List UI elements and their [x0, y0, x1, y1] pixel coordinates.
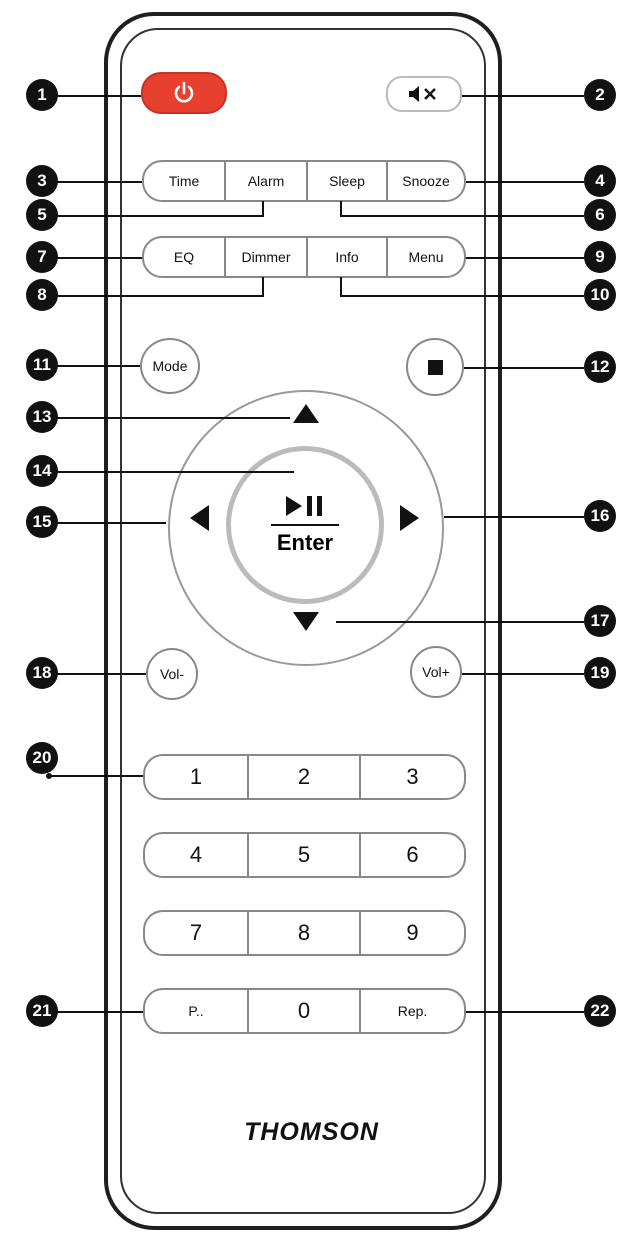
volume-up-button[interactable]: Vol+: [410, 646, 462, 698]
down-arrow-button[interactable]: [293, 612, 319, 631]
callout-badge: 1: [26, 79, 58, 111]
up-arrow-button[interactable]: [293, 404, 319, 423]
leader-line: [262, 201, 264, 217]
info-button[interactable]: Info: [306, 236, 388, 278]
leader-line: [262, 277, 264, 297]
brand-logo: THOMSON: [244, 1118, 379, 1146]
stop-icon: [427, 359, 443, 375]
callout-badge: 20: [26, 742, 58, 774]
play-pause-icon: [286, 496, 322, 516]
repeat-button[interactable]: Rep.: [359, 988, 466, 1034]
mode-button[interactable]: Mode: [140, 338, 200, 394]
callout-badge: 18: [26, 657, 58, 689]
digit-5-button[interactable]: 5: [247, 832, 361, 878]
leader-dot: [46, 773, 52, 779]
callout-badge: 14: [26, 455, 58, 487]
leader-line: [42, 522, 166, 524]
digit-8-button[interactable]: 8: [247, 910, 361, 956]
leader-line: [42, 417, 290, 419]
eq-button[interactable]: EQ: [142, 236, 226, 278]
leader-line: [340, 277, 342, 297]
sleep-button[interactable]: Sleep: [306, 160, 388, 202]
alarm-button[interactable]: Alarm: [224, 160, 308, 202]
callout-badge: 7: [26, 241, 58, 273]
right-arrow-button[interactable]: [400, 505, 419, 531]
digit-9-button[interactable]: 9: [359, 910, 466, 956]
callout-badge: 10: [584, 279, 616, 311]
digit-0-button[interactable]: 0: [247, 988, 361, 1034]
stop-button[interactable]: [406, 338, 464, 396]
leader-line: [444, 516, 584, 518]
leader-line: [336, 621, 584, 623]
mute-icon: [409, 86, 436, 102]
callout-badge: 11: [26, 349, 58, 381]
leader-line: [42, 1011, 143, 1013]
leader-line: [42, 257, 142, 259]
leader-line: [42, 295, 264, 297]
digit-3-button[interactable]: 3: [359, 754, 466, 800]
leader-line: [466, 1011, 584, 1013]
digit-7-button[interactable]: 7: [143, 910, 249, 956]
callout-badge: 13: [26, 401, 58, 433]
leader-line: [42, 95, 141, 97]
digit-4-button[interactable]: 4: [143, 832, 249, 878]
power-icon: [174, 81, 194, 103]
enter-button[interactable]: Enter: [226, 446, 384, 604]
callout-badge: 8: [26, 279, 58, 311]
leader-line: [462, 95, 584, 97]
callout-badge: 4: [584, 165, 616, 197]
preset-button[interactable]: P..: [143, 988, 249, 1034]
leader-line: [462, 673, 584, 675]
left-arrow-button[interactable]: [190, 505, 209, 531]
menu-button[interactable]: Menu: [386, 236, 466, 278]
dimmer-button[interactable]: Dimmer: [224, 236, 308, 278]
digit-6-button[interactable]: 6: [359, 832, 466, 878]
callout-badge: 15: [26, 506, 58, 538]
leader-line: [42, 215, 264, 217]
leader-line: [466, 257, 584, 259]
leader-line: [340, 201, 342, 217]
callout-badge: 3: [26, 165, 58, 197]
callout-badge: 2: [584, 79, 616, 111]
mute-button[interactable]: [386, 76, 462, 112]
digit-2-button[interactable]: 2: [247, 754, 361, 800]
volume-down-button[interactable]: Vol-: [146, 648, 198, 700]
leader-line: [464, 367, 584, 369]
time-button[interactable]: Time: [142, 160, 226, 202]
callout-badge: 21: [26, 995, 58, 1027]
leader-line: [340, 215, 584, 217]
power-button[interactable]: [141, 72, 227, 114]
callout-badge: 9: [584, 241, 616, 273]
callout-badge: 6: [584, 199, 616, 231]
digit-1-button[interactable]: 1: [143, 754, 249, 800]
leader-line: [42, 471, 294, 473]
callout-badge: 19: [584, 657, 616, 689]
callout-badge: 22: [584, 995, 616, 1027]
enter-label: Enter: [276, 530, 334, 555]
callout-badge: 17: [584, 605, 616, 637]
leader-line: [340, 295, 584, 297]
callout-badge: 5: [26, 199, 58, 231]
leader-line: [42, 181, 142, 183]
callout-badge: 16: [584, 500, 616, 532]
snooze-button[interactable]: Snooze: [386, 160, 466, 202]
leader-line: [42, 673, 146, 675]
leader-line: [42, 365, 140, 367]
navigation-ring: [168, 390, 444, 666]
leader-line: [466, 181, 584, 183]
leader-line: [50, 775, 143, 777]
callout-badge: 12: [584, 351, 616, 383]
enter-divider: [271, 524, 339, 526]
